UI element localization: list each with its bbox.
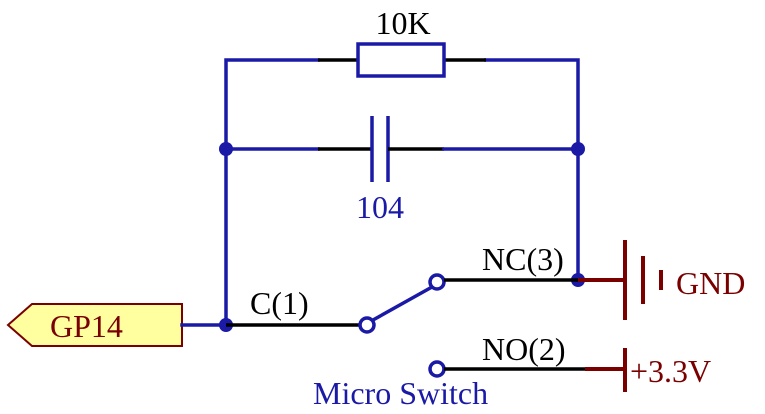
junction-dot-right	[571, 142, 585, 156]
capacitor-value-label: 104	[356, 189, 404, 225]
wire-resistor-branch	[224, 58, 320, 327]
switch-terminal-c	[358, 316, 376, 334]
switch-terminal-nc	[428, 273, 446, 291]
switch-pin-c-label: C(1)	[250, 285, 309, 321]
switch-pin-no-label: NO(2)	[482, 331, 566, 367]
switch-blade	[372, 285, 433, 322]
wire-resistor-branch-right	[484, 58, 580, 282]
resistor-body	[356, 42, 446, 78]
gnd-label: GND	[676, 265, 745, 301]
switch-pin-nc-label: NC(3)	[482, 241, 564, 277]
switch-name-label: Micro Switch	[313, 375, 488, 411]
switch-terminal-no	[428, 360, 446, 378]
junction-dot-left	[219, 142, 233, 156]
gp14-port-label: GP14	[50, 308, 123, 344]
vcc-label: +3.3V	[630, 353, 711, 389]
resistor-value-label: 10K	[375, 5, 430, 41]
